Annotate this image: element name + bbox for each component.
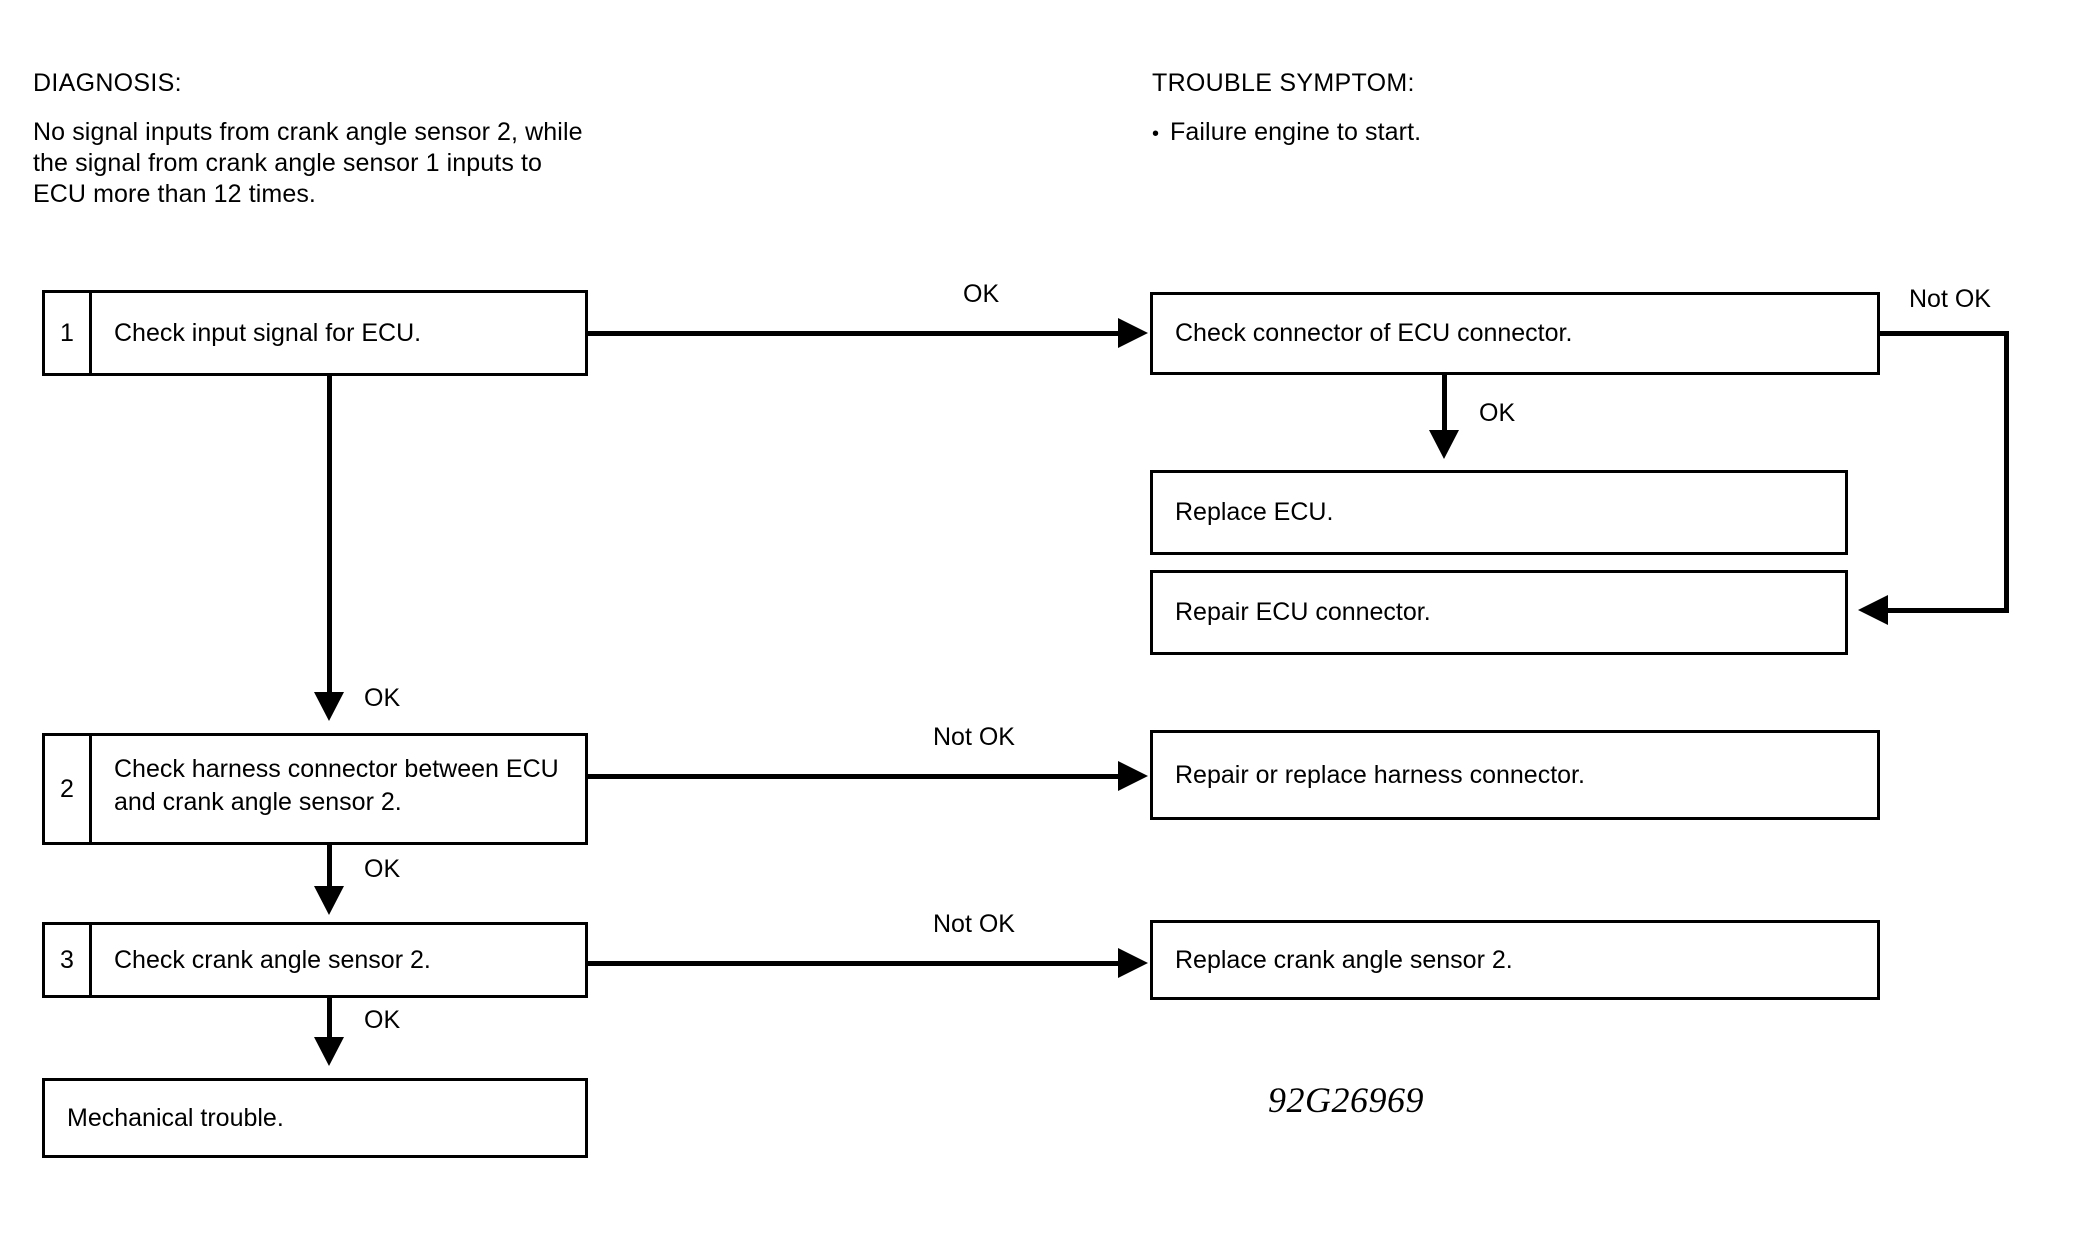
result-box-repair-harness-connector[interactable]: Repair or replace harness connector.: [1150, 730, 1880, 820]
connector-step3-to-terminal: [327, 998, 332, 1040]
result-box-check-ecu-connector[interactable]: Check connector of ECU connector.: [1150, 292, 1880, 375]
figure-code: 92G26969: [1268, 1080, 1424, 1120]
edge-label-step1-right: OK: [963, 280, 1000, 308]
step-label-3: Check crank angle sensor 2.: [114, 945, 431, 974]
step-box-2[interactable]: 2 Check harness connector between ECU an…: [42, 733, 588, 845]
result-box-replace-ecu[interactable]: Replace ECU.: [1150, 470, 1848, 555]
step-number-3: 3: [45, 925, 92, 995]
arrowhead-step2-down-icon: [314, 886, 344, 915]
arrowhead-step3-right-icon: [1118, 948, 1148, 978]
result-label-3: Repair or replace harness connector.: [1175, 760, 1585, 789]
connector-step1-to-ecu-connector: [588, 331, 1120, 336]
arrowhead-step2-right-icon: [1118, 761, 1148, 791]
step-box-3[interactable]: 3 Check crank angle sensor 2.: [42, 922, 588, 998]
diagnosis-body: No signal inputs from crank angle sensor…: [33, 118, 583, 208]
step-number-2: 2: [45, 736, 92, 842]
step-label-2: Check harness connector between ECU and …: [114, 755, 559, 816]
result-label-2: Repair ECU connector.: [1175, 598, 1431, 626]
bullet-icon: •: [1152, 123, 1160, 145]
edge-label-step2-down: OK: [364, 855, 401, 883]
trouble-symptom-item: • Failure engine to start.: [1152, 117, 1421, 150]
result-label-4: Replace crank angle sensor 2.: [1175, 945, 1513, 974]
connector-ecu-conn-notok-bottom: [1888, 608, 2009, 613]
edge-label-step2-right: Not OK: [933, 723, 1015, 751]
connector-ecu-conn-to-replace-ecu: [1442, 375, 1447, 437]
diagnosis-block: DIAGNOSIS: No signal inputs from crank a…: [33, 50, 583, 228]
edge-label-step3-down: OK: [364, 1006, 401, 1034]
connector-ecu-conn-notok-side: [2004, 331, 2009, 613]
arrowhead-repair-ecu-connector-icon: [1858, 595, 1888, 625]
arrowhead-step3-down-icon: [314, 1037, 344, 1066]
step-number-1: 1: [45, 293, 92, 373]
step-label-1: Check input signal for ECU.: [114, 318, 422, 347]
connector-step2-to-step3: [327, 845, 332, 889]
result-label-0: Check connector of ECU connector.: [1175, 319, 1573, 347]
step-box-1[interactable]: 1 Check input signal for ECU.: [42, 290, 588, 376]
connector-step1-to-step2: [327, 376, 332, 694]
edge-label-ecu-conn-down: OK: [1479, 399, 1516, 427]
arrowhead-step1-down-icon: [314, 692, 344, 721]
trouble-symptom-title: TROUBLE SYMPTOM:: [1152, 69, 1415, 97]
edge-label-ecu-conn-right: Not OK: [1909, 285, 1991, 313]
result-box-replace-crank-sensor[interactable]: Replace crank angle sensor 2.: [1150, 920, 1880, 1000]
diagnosis-title: DIAGNOSIS:: [33, 69, 182, 97]
edge-label-step1-down: OK: [364, 684, 401, 712]
result-box-repair-ecu-connector[interactable]: Repair ECU connector.: [1150, 570, 1848, 655]
terminal-box-mechanical-trouble[interactable]: Mechanical trouble.: [42, 1078, 588, 1158]
arrowhead-step1-right-icon: [1118, 318, 1148, 348]
trouble-symptom-item-label: Failure engine to start.: [1170, 118, 1422, 146]
connector-step2-to-harness: [588, 774, 1120, 779]
terminal-label: Mechanical trouble.: [67, 1103, 284, 1132]
trouble-symptom-block: TROUBLE SYMPTOM: • Failure engine to sta…: [1152, 50, 1421, 168]
connector-step3-to-replace-sensor: [588, 961, 1120, 966]
connector-ecu-conn-notok-top: [1877, 331, 2009, 336]
result-label-1: Replace ECU.: [1175, 498, 1334, 526]
arrowhead-ecu-conn-down-icon: [1429, 430, 1459, 459]
edge-label-step3-right: Not OK: [933, 910, 1015, 938]
